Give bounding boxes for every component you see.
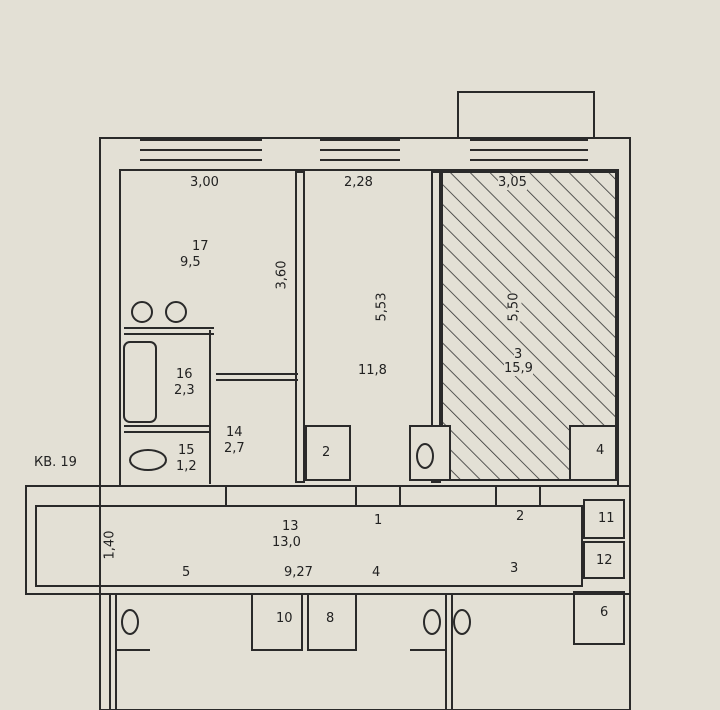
room-width-label: 3,05 xyxy=(498,175,527,190)
room-depth-label: 5,53 xyxy=(374,292,390,322)
partition-2 xyxy=(431,171,441,483)
marker: 12 xyxy=(596,553,613,568)
room-area: 13,0 xyxy=(272,535,301,550)
marker: 5 xyxy=(182,565,191,580)
room-area: 2,3 xyxy=(174,383,195,398)
marker: 2 xyxy=(322,445,331,460)
window-1 xyxy=(140,139,262,161)
marker: 4 xyxy=(596,443,605,458)
corridor-inner xyxy=(35,505,583,587)
sink-2 xyxy=(165,301,187,323)
marker: 3 xyxy=(510,561,519,576)
window-2 xyxy=(320,139,400,161)
marker: 2 xyxy=(516,509,525,524)
room-number: 13 xyxy=(282,519,299,534)
room-area: 9,5 xyxy=(180,255,201,270)
room-number: 3 xyxy=(514,347,523,362)
corridor-length-label: 9,27 xyxy=(284,565,313,580)
sink-1 xyxy=(131,301,153,323)
marker: 8 xyxy=(326,611,335,626)
marker: 10 xyxy=(276,611,293,626)
room-number: 14 xyxy=(226,425,243,440)
room-depth-label: 3,60 xyxy=(274,260,290,290)
closet-2 xyxy=(305,425,351,481)
room-area: 15,9 xyxy=(504,361,533,376)
room-number: 16 xyxy=(176,367,193,382)
toilet xyxy=(129,449,167,471)
room-width-label: 2,28 xyxy=(344,175,373,190)
room-depth-label: 5,50 xyxy=(506,292,522,322)
room-number: 15 xyxy=(178,443,195,458)
bathtub xyxy=(123,341,157,423)
apartment-label: КВ. 19 xyxy=(34,455,77,470)
room-area: 11,8 xyxy=(358,363,387,378)
partition-1 xyxy=(295,171,305,483)
marker: 6 xyxy=(600,605,609,620)
marker: 4 xyxy=(372,565,381,580)
room-area: 2,7 xyxy=(224,441,245,456)
balcony xyxy=(457,91,595,139)
window-3 xyxy=(470,139,588,161)
hall-width-label: 1,40 xyxy=(102,530,118,560)
marker: 1 xyxy=(374,513,383,528)
marker: 11 xyxy=(598,511,615,526)
room-area: 1,2 xyxy=(176,459,197,474)
room-width-label: 3,00 xyxy=(190,175,219,190)
room-number: 17 xyxy=(192,239,209,254)
outer-wall xyxy=(99,137,631,710)
